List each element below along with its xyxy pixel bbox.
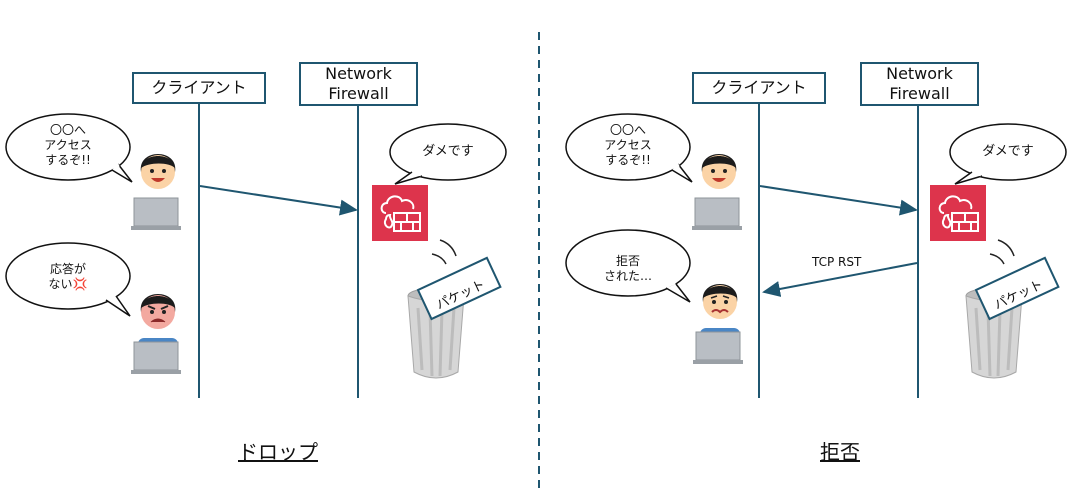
laptop-icon (692, 197, 742, 230)
packet-motion-lines (431, 239, 457, 265)
right-client-speech-text: 〇〇へ アクセス するぞ!! (604, 123, 652, 167)
left-firewall-speech-bubble (389, 123, 507, 185)
firewall-icon (372, 185, 428, 241)
packet-card (974, 256, 1060, 321)
left-firewall-speech-text: ダメです (422, 144, 474, 159)
right-client-speech-bubble (565, 113, 693, 183)
right-client-speech-after-text: 拒否 された… (603, 254, 652, 283)
right-firewall-speech-bubble (949, 123, 1067, 185)
left-firewall-node: Network Firewall (299, 62, 418, 106)
right-request-arrow (759, 185, 918, 216)
packet-motion-lines (989, 239, 1015, 265)
left-client-node: クライアント (132, 72, 266, 104)
right-caption: 拒否 (820, 440, 860, 464)
right-reply-arrow (762, 262, 918, 297)
right-client-node: クライアント (692, 72, 826, 104)
right-client-speech-bubble-after (565, 229, 691, 303)
left-client-speech-text: 〇〇へ アクセス するぞ!! (44, 123, 92, 167)
laptop-icon (131, 341, 181, 374)
right-firewall-node: Network Firewall (860, 62, 979, 106)
left-client-speech-after-text: 応答が ない💢 (48, 262, 88, 291)
right-firewall-speech-text: ダメです (982, 144, 1034, 159)
left-request-arrow (199, 185, 358, 216)
laptop-icon (693, 331, 743, 364)
left-client-speech-bubble-after (5, 242, 131, 317)
left-client-speech-bubble (5, 113, 133, 183)
left-caption: ドロップ (238, 440, 318, 464)
laptop-icon (131, 197, 181, 230)
firewall-icon (930, 185, 986, 241)
tcp-rst-label: TCP RST (812, 255, 862, 269)
packet-card (416, 256, 502, 321)
